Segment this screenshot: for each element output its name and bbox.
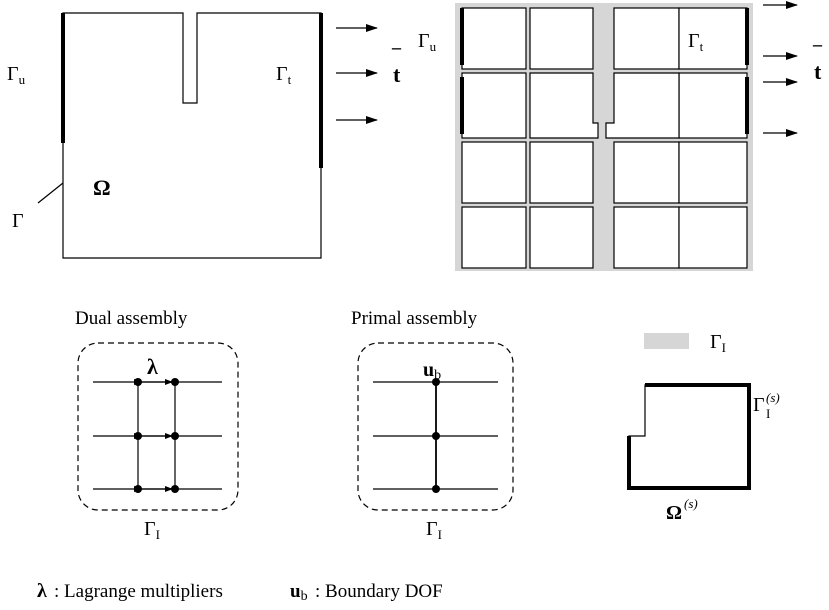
subdomain-cell (678, 7, 748, 70)
traction-label: ¯ t (812, 43, 823, 84)
subdomain-cell (529, 206, 594, 269)
interface-legend-label: ΓI (710, 331, 726, 355)
node (171, 378, 179, 386)
svg-text:I: I (766, 406, 770, 421)
svg-text:¯: ¯ (812, 43, 823, 63)
svg-text:Γ: Γ (753, 394, 765, 416)
interface-legend-swatch (644, 333, 689, 349)
gamma-u-label: Γu (418, 30, 437, 54)
subdomain-cell (529, 141, 594, 204)
lambda-symbol: λ (37, 580, 47, 602)
gamma-t-label: Γt (688, 30, 704, 54)
gamma-i-s-label: Γ I (s) (753, 390, 780, 421)
subdomain-cell (678, 141, 748, 204)
subdomain-grid (461, 7, 748, 269)
gamma-t-label: Γt (276, 63, 292, 87)
subdomain-cell (461, 7, 527, 70)
gamma-i-label: ΓI (144, 518, 160, 542)
svg-text:t: t (814, 59, 822, 84)
subdomain-interface-boundary (627, 383, 751, 490)
boundary-leader-line (37, 182, 64, 204)
subdomain-cell (613, 206, 680, 269)
svg-text:t: t (393, 62, 401, 87)
subdomain-cell (678, 72, 748, 139)
node (432, 378, 440, 386)
interface-region (357, 342, 514, 511)
subdomain-cell (461, 206, 527, 269)
notation-legend: λ : Lagrange multipliers ub : Boundary D… (37, 580, 443, 604)
gamma-u-label: Γu (7, 63, 26, 87)
gamma-label: Γ (12, 210, 24, 232)
node (134, 432, 142, 440)
omega-label: Ω (93, 175, 111, 200)
subdomain-outline (628, 384, 750, 489)
node (171, 485, 179, 493)
svg-text:(s): (s) (684, 496, 698, 511)
ub-label: ub (423, 359, 441, 383)
domain-panel: Γu Γt ¯ t Ω Γ (7, 12, 402, 259)
node (432, 432, 440, 440)
subdomain-cell (461, 141, 527, 204)
lagrange-links (134, 379, 173, 492)
subdomain-notched-left (529, 72, 599, 139)
node (134, 485, 142, 493)
subdomain-cell (613, 7, 680, 70)
node (432, 485, 440, 493)
svg-text:¯: ¯ (391, 46, 402, 66)
interface-region (77, 342, 239, 511)
subdomain-cell (678, 206, 748, 269)
ub-symbol: ub (290, 581, 308, 604)
primal-assembly-title: Primal assembly (351, 308, 478, 329)
subdomain-cell (461, 72, 527, 139)
decomposed-panel: Γu Γt ¯ t (418, 1, 823, 271)
subdomain-detail: ΓI Γ I (s) Ω (s) (627, 331, 780, 524)
ub-description: : Boundary DOF (315, 581, 443, 602)
dual-assembly: Dual assembly λ ΓI (75, 308, 239, 542)
subdomain-notched-right (605, 72, 680, 139)
node (171, 432, 179, 440)
svg-text:(s): (s) (766, 390, 780, 405)
lambda-description: : Lagrange multipliers (54, 581, 223, 602)
omega-s-label: Ω (s) (666, 496, 698, 524)
subdomain-cell (613, 141, 680, 204)
node (134, 378, 142, 386)
gamma-i-label: ΓI (426, 518, 442, 542)
svg-text:Ω: Ω (666, 502, 682, 524)
lambda-label: λ (147, 354, 158, 379)
subdomain-cell (529, 7, 594, 70)
primal-assembly: Primal assembly ub ΓI (351, 308, 514, 542)
domain-outline (62, 12, 322, 259)
dual-assembly-title: Dual assembly (75, 308, 188, 329)
traction-label: ¯ t (391, 46, 402, 87)
